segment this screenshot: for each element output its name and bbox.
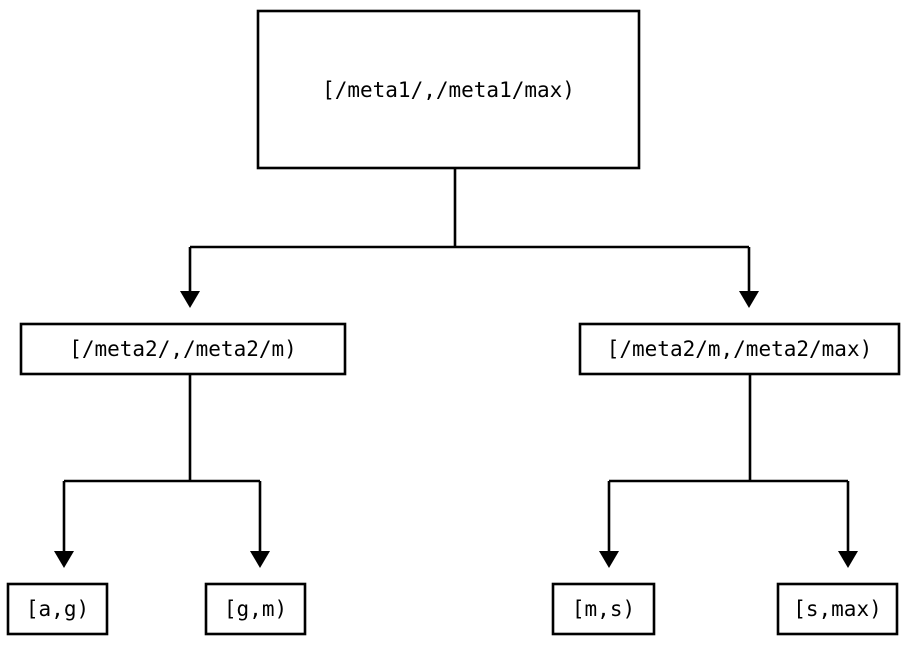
tree-node-leaf-4-label: [s,max) [793,597,882,621]
tree-node-mid-right-label: [/meta2/m,/meta2/max) [607,337,873,361]
arrowhead-to-leaf-4 [838,551,858,568]
tree-node-mid-right-box[interactable] [578,322,901,376]
tree-node-mid-left-box[interactable] [19,322,347,376]
tree-node-root-label: [/meta1/,/meta1/max) [322,78,575,102]
tree-node-mid-left-label: [/meta2/,/meta2/m) [69,337,297,361]
tree-node-root-box[interactable] [256,9,641,170]
tree-node-leaf-1-box[interactable] [6,582,109,636]
tree-node-leaf-2-box[interactable] [204,582,307,636]
arrowhead-to-leaf-1 [54,551,74,568]
tree-node-leaf-2[interactable]: [g,m) [204,582,307,636]
tree-node-leaf-4[interactable]: [s,max) [776,582,899,636]
edge-mid-left-to-leaves [54,374,270,568]
tree-node-leaf-3[interactable]: [m,s) [551,582,656,636]
arrowhead-to-leaf-2 [250,551,270,568]
tree-node-leaf-3-box[interactable] [551,582,656,636]
arrowhead-to-leaf-3 [599,551,619,568]
edge-root-to-mid-level [180,168,759,308]
tree-node-leaf-4-box[interactable] [776,582,899,636]
tree-node-leaf-1[interactable]: [a,g) [6,582,109,636]
tree-node-leaf-3-label: [m,s) [572,597,635,621]
arrowhead-to-mid-left [180,291,200,308]
tree-node-mid-left[interactable]: [/meta2/,/meta2/m) [19,322,347,376]
tree-node-leaf-1-label: [a,g) [26,597,89,621]
edge-mid-right-to-leaves [599,374,858,568]
tree-node-mid-right[interactable]: [/meta2/m,/meta2/max) [578,322,901,376]
arrowhead-to-mid-right [739,291,759,308]
tree-node-leaf-2-label: [g,m) [224,597,287,621]
tree-node-root[interactable]: [/meta1/,/meta1/max) [256,9,641,170]
